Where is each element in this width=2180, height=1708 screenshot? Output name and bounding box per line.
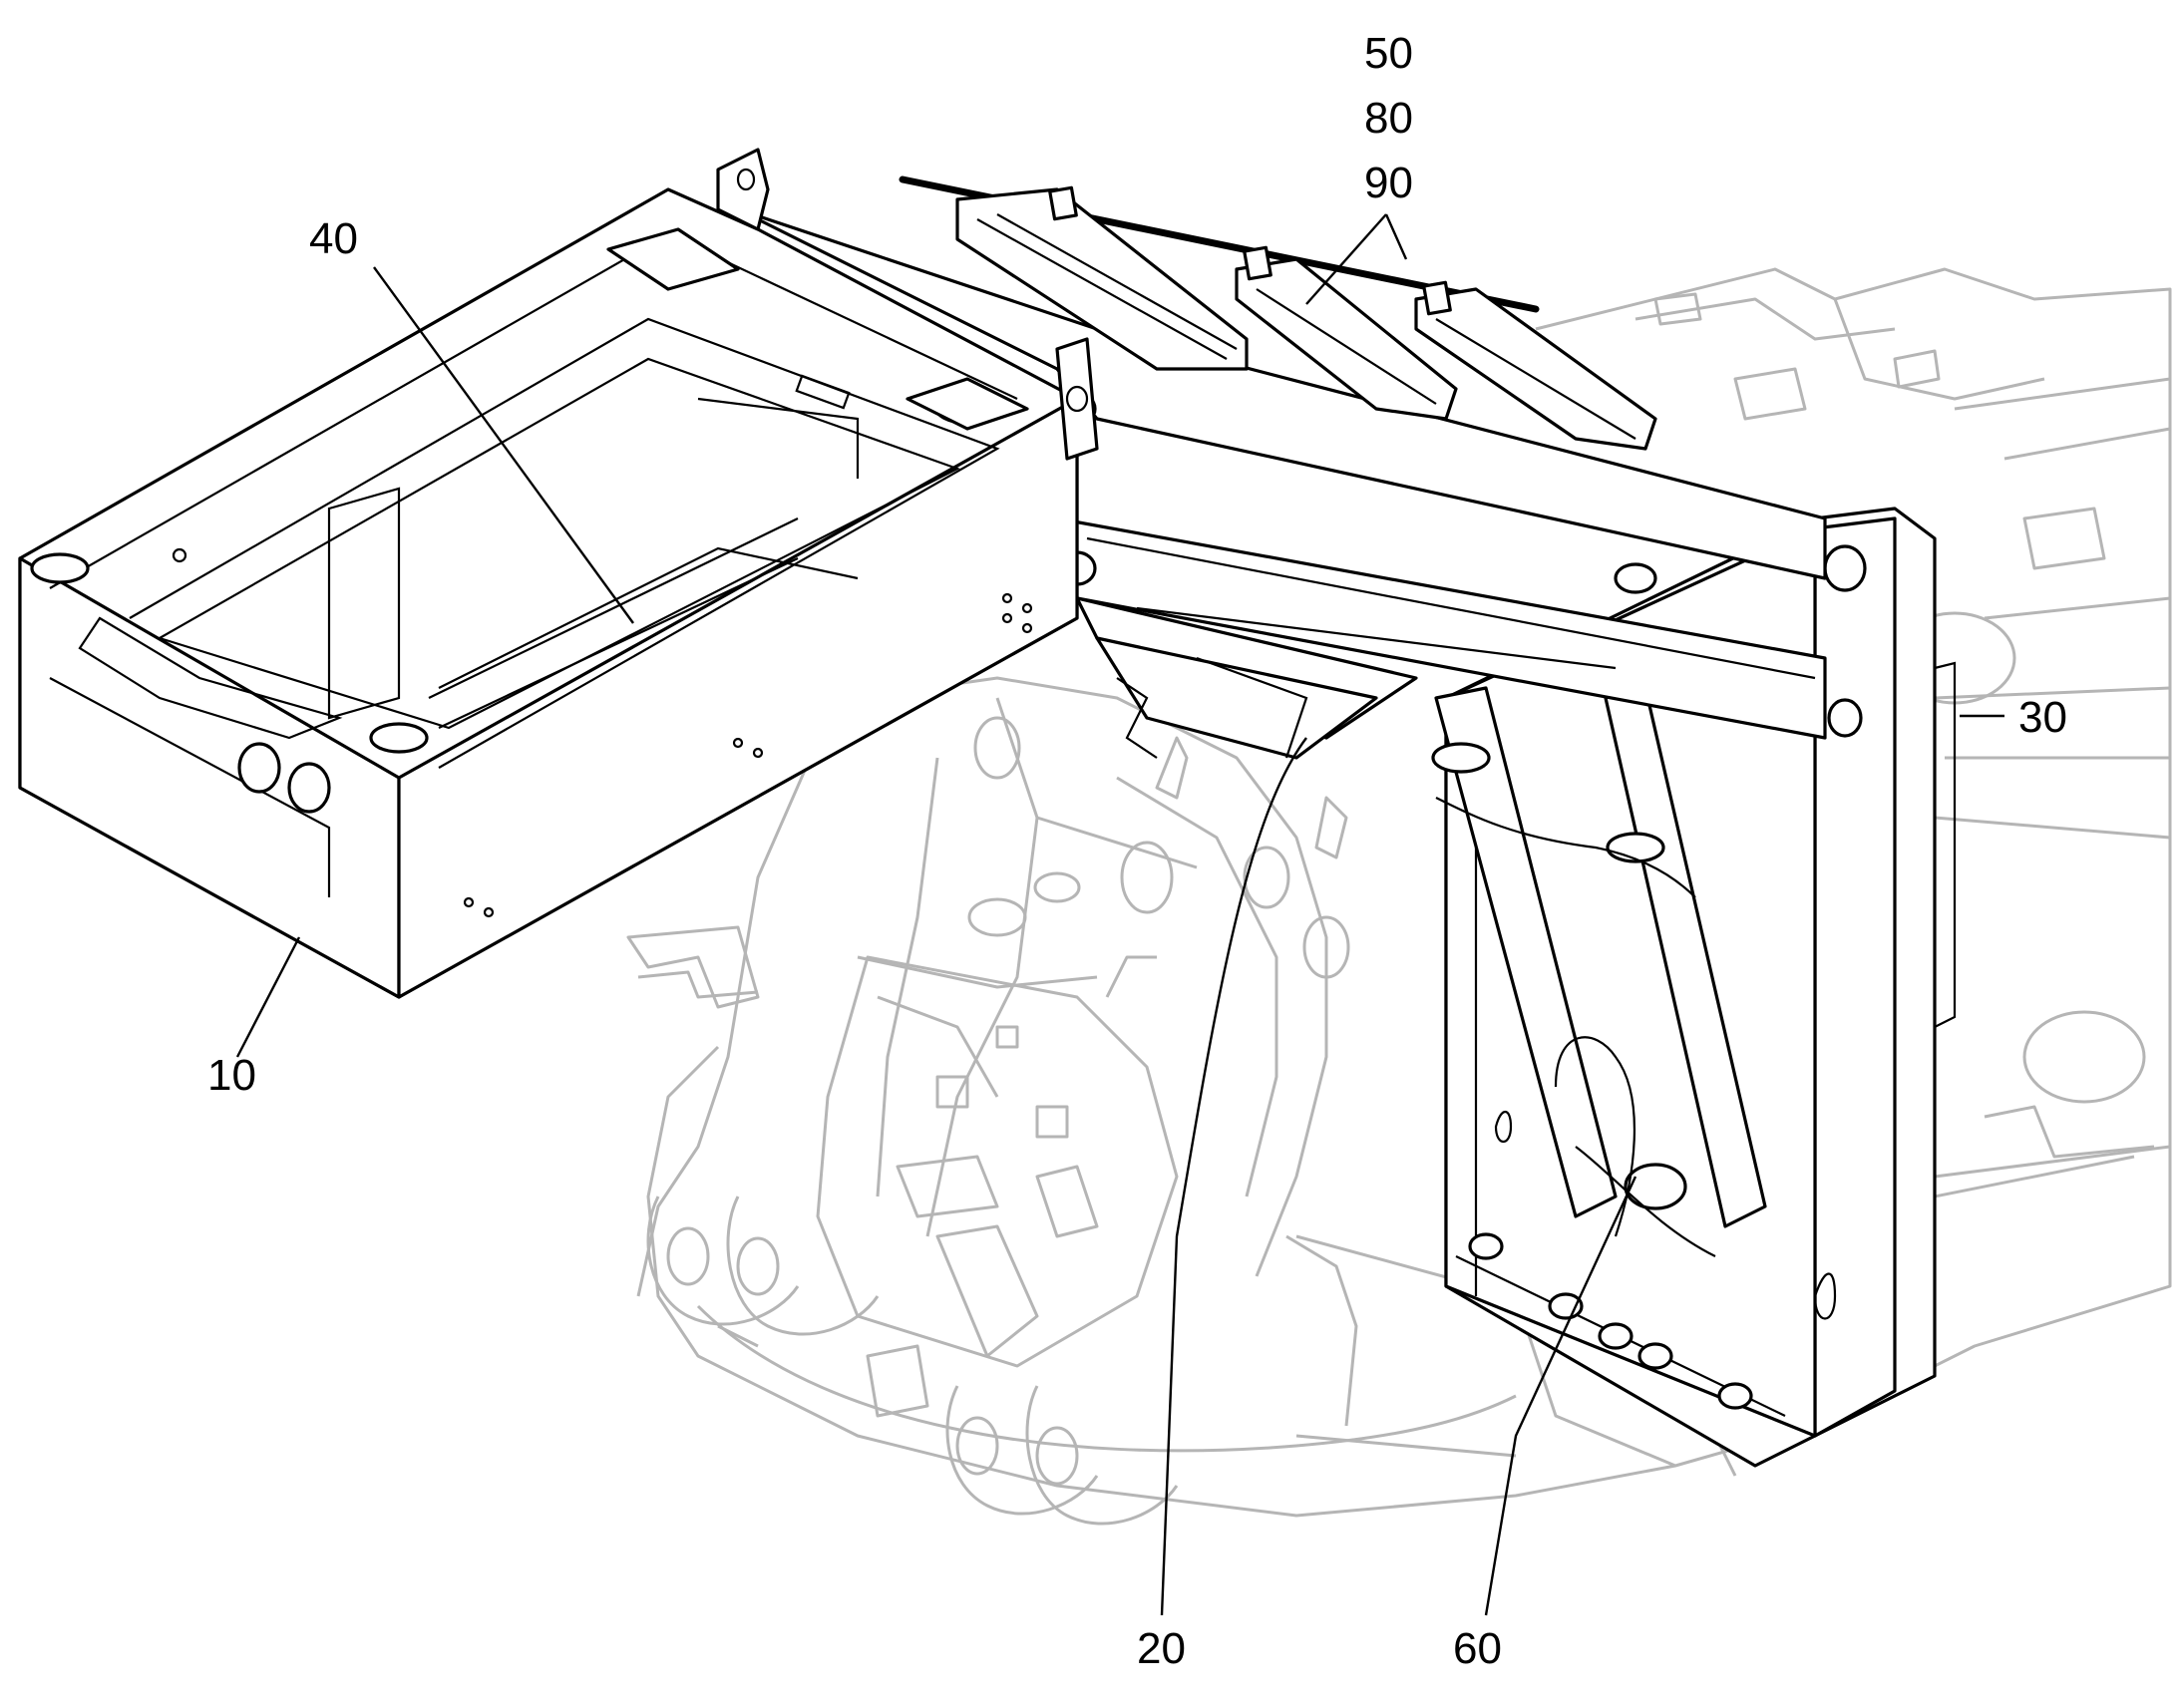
background-boom-base [626, 676, 1350, 1526]
callout-60: 60 [1453, 1624, 1502, 1673]
callout-30: 30 [2018, 693, 2067, 742]
leader-80-90 [1384, 213, 1408, 260]
counterweight-box-10 [18, 148, 1099, 999]
boom-arm-20 [736, 207, 1827, 760]
leader-40 [373, 266, 634, 624]
callout-20: 20 [1137, 1624, 1186, 1673]
leader-10 [235, 936, 301, 1058]
callout-10: 10 [207, 1051, 256, 1100]
callout-50: 50 [1364, 29, 1413, 78]
callout-90: 90 [1364, 159, 1413, 207]
leader-lines [235, 213, 2004, 1616]
callout-80: 80 [1364, 94, 1413, 143]
leader-20 [1160, 737, 1307, 1616]
cable-carrier-chains [899, 175, 1657, 451]
upright-frame-30 [1431, 507, 1957, 1468]
leader-90 [1305, 213, 1387, 305]
leader-60 [1484, 1176, 1637, 1616]
callout-40: 40 [309, 214, 358, 263]
